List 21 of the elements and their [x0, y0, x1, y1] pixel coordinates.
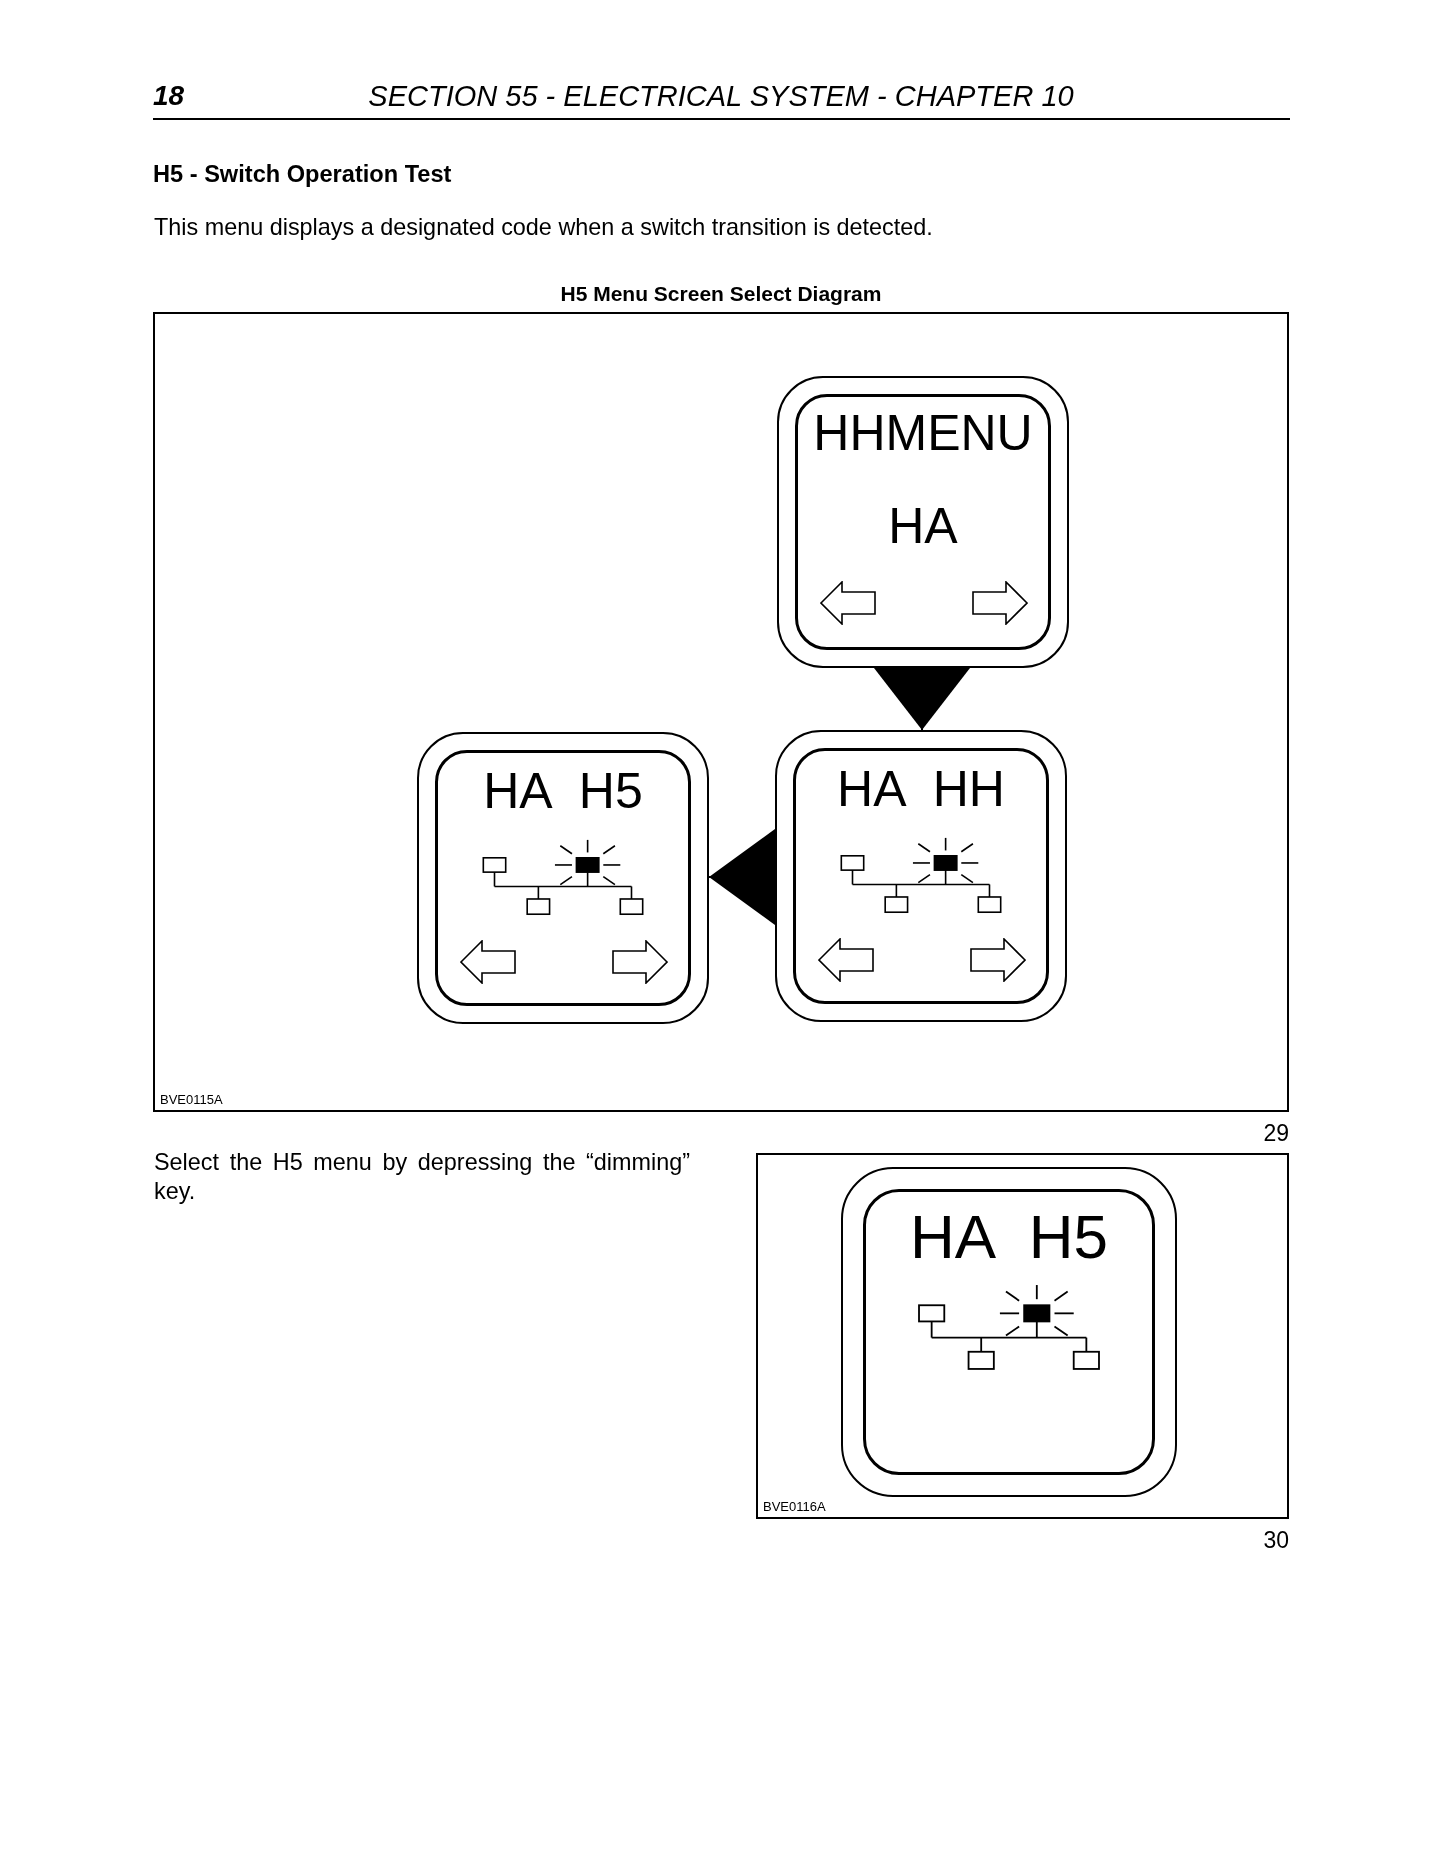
- figure-code: BVE0116A: [763, 1499, 826, 1514]
- display-text: HA H5: [910, 1206, 1108, 1268]
- page-header: SECTION 55 - ELECTRICAL SYSTEM - CHAPTER 10: [368, 80, 1074, 114]
- display-text: HHMENU: [813, 408, 1033, 458]
- figure-code: BVE0115A: [160, 1092, 223, 1107]
- display-panel: [841, 1167, 1177, 1497]
- arrow: [874, 667, 970, 731]
- display-text: HA H5: [483, 766, 643, 816]
- body-text: Select the H5 menu by depressing the “dimming” key.: [154, 1148, 690, 1206]
- display-panel: [777, 376, 1069, 668]
- figure-number: 29: [1263, 1120, 1289, 1147]
- display-panel: [775, 730, 1067, 1022]
- section-heading: H5 - Switch Operation Test: [153, 161, 452, 189]
- figure-number: 30: [1263, 1527, 1289, 1554]
- display-panel: [417, 732, 709, 1024]
- display-text: HA: [888, 501, 958, 551]
- figure-title: H5 Menu Screen Select Diagram: [560, 282, 882, 307]
- body-text: This menu displays a designated code when a switch transition is detected.: [154, 214, 933, 241]
- arrow: [708, 829, 776, 925]
- page-number: 18: [153, 80, 185, 113]
- display-text: HA HH: [837, 764, 1005, 814]
